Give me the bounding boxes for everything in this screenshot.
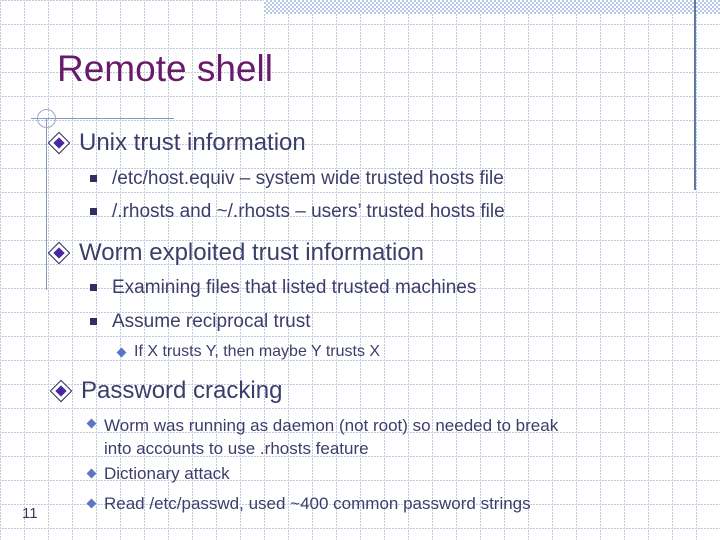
section-heading-password-cracking: Password cracking <box>49 377 283 405</box>
right-vertical-rule <box>694 0 696 190</box>
top-checkered-band <box>264 0 720 14</box>
sub-list-item-text: If X trusts Y, then maybe Y trusts X <box>134 343 381 360</box>
diamond-bullet-icon <box>47 131 71 155</box>
sub-list-item: Dictionary attack <box>86 464 230 484</box>
square-bullet-icon <box>90 175 97 182</box>
small-diamond-bullet-icon <box>86 498 97 509</box>
list-item-text: Examining files that listed trusted mach… <box>112 277 477 298</box>
list-item-text: /.rhosts and ~/.rhosts – users’ trusted … <box>112 201 505 222</box>
list-item: Assume reciprocal trust <box>90 311 311 333</box>
list-item: /.rhosts and ~/.rhosts – users’ trusted … <box>90 201 505 223</box>
small-diamond-bullet-icon <box>86 468 97 479</box>
sub-list-item-text: Worm was running as daemon (not root) so… <box>104 416 559 458</box>
sub-list-item-text: Read /etc/passwd, used ~400 common passw… <box>104 494 531 513</box>
section-heading-unix-trust: Unix trust information <box>47 129 306 157</box>
sub-list-item-text: Dictionary attack <box>104 464 230 483</box>
sub-list-item: Read /etc/passwd, used ~400 common passw… <box>86 494 531 514</box>
sub-list-item: If X trusts Y, then maybe Y trusts X <box>116 343 381 361</box>
slide-title: Remote shell <box>57 48 273 89</box>
page-number: 11 <box>22 505 38 522</box>
small-diamond-bullet-icon <box>116 347 127 358</box>
decor-circle-icon <box>37 109 56 128</box>
square-bullet-icon <box>90 284 97 291</box>
small-diamond-bullet-icon <box>86 418 97 429</box>
section-title: Password cracking <box>81 377 283 404</box>
diamond-bullet-icon <box>49 379 73 403</box>
sub-list-item: Worm was running as daemon (not root) so… <box>86 414 704 460</box>
list-item: Examining files that listed trusted mach… <box>90 277 476 299</box>
section-heading-worm-trust: Worm exploited trust information <box>47 239 425 267</box>
decor-vertical-rule <box>46 118 47 290</box>
square-bullet-icon <box>90 208 97 215</box>
section-title: Unix trust information <box>79 129 306 156</box>
diamond-bullet-icon <box>47 241 71 265</box>
decor-horizontal-rule <box>31 118 174 119</box>
section-title: Worm exploited trust information <box>79 239 425 266</box>
square-bullet-icon <box>90 318 97 325</box>
list-item-text: Assume reciprocal trust <box>112 311 311 332</box>
list-item: /etc/host.equiv – system wide trusted ho… <box>90 168 504 190</box>
list-item-text: /etc/host.equiv – system wide trusted ho… <box>112 168 504 189</box>
